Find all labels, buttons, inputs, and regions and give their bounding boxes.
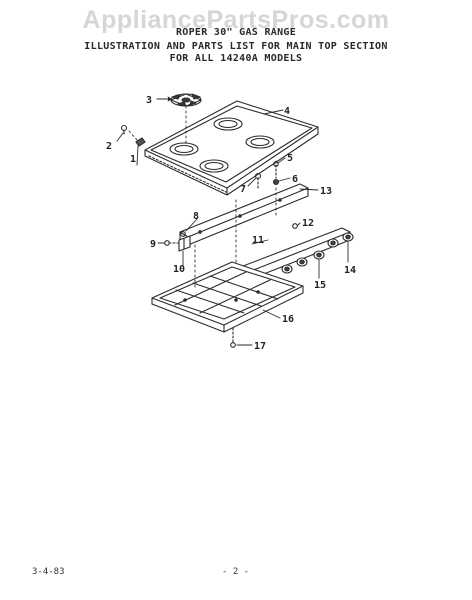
knob — [281, 264, 293, 274]
footer-page-number: - 2 - — [222, 567, 250, 577]
screw-part-17 — [230, 327, 236, 348]
knob — [327, 238, 339, 248]
callout-17: 17 — [254, 341, 266, 352]
footer-date: 3-4-83 — [32, 567, 65, 577]
callout-6: 6 — [292, 174, 298, 185]
bracket-part-10 — [178, 235, 191, 252]
callout-9: 9 — [150, 239, 156, 250]
screw-part-8 — [180, 231, 186, 237]
leader-lines — [116, 96, 349, 346]
callout-15: 15 — [314, 280, 326, 291]
callout-numbers: 1 2 3 4 5 6 7 8 9 10 11 12 13 14 15 16 1… — [106, 95, 356, 352]
callout-13: 13 — [320, 186, 332, 197]
knob — [342, 232, 354, 242]
callout-5: 5 — [287, 153, 293, 164]
callout-4: 4 — [284, 106, 290, 117]
burner-box-frame — [151, 261, 304, 333]
callout-14: 14 — [344, 265, 356, 276]
nut-part-6 — [272, 178, 280, 186]
callout-1: 1 — [130, 154, 136, 165]
callout-8: 8 — [193, 211, 199, 222]
screw-part-7 — [254, 172, 262, 191]
screw-part-2 — [120, 124, 128, 135]
spacer-part-5 — [273, 160, 279, 179]
burner-grate — [170, 93, 202, 107]
assembly-lines — [128, 105, 277, 291]
main-top-panel — [144, 100, 319, 196]
callout-7: 7 — [240, 184, 246, 195]
knob — [313, 250, 325, 260]
header-models: FOR ALL 14240A MODELS — [169, 53, 303, 64]
control-knobs — [281, 232, 354, 274]
knob — [296, 257, 308, 267]
burner-openings — [169, 117, 275, 173]
screw-part-12 — [292, 223, 298, 229]
callout-2: 2 — [106, 141, 112, 152]
callout-11: 11 — [252, 235, 264, 246]
callout-12: 12 — [302, 218, 314, 229]
clip-part-1 — [135, 137, 146, 147]
header-subtitle: ILLUSTRATION AND PARTS LIST FOR MAIN TOP… — [84, 41, 388, 52]
callout-10: 10 — [173, 264, 185, 275]
screw-part-9 — [164, 240, 179, 246]
callout-3: 3 — [146, 95, 152, 106]
header-title: ROPER 30" GAS RANGE — [175, 27, 297, 38]
watermark: AppliancePartsPros.com — [82, 6, 390, 34]
callout-16: 16 — [282, 314, 294, 325]
